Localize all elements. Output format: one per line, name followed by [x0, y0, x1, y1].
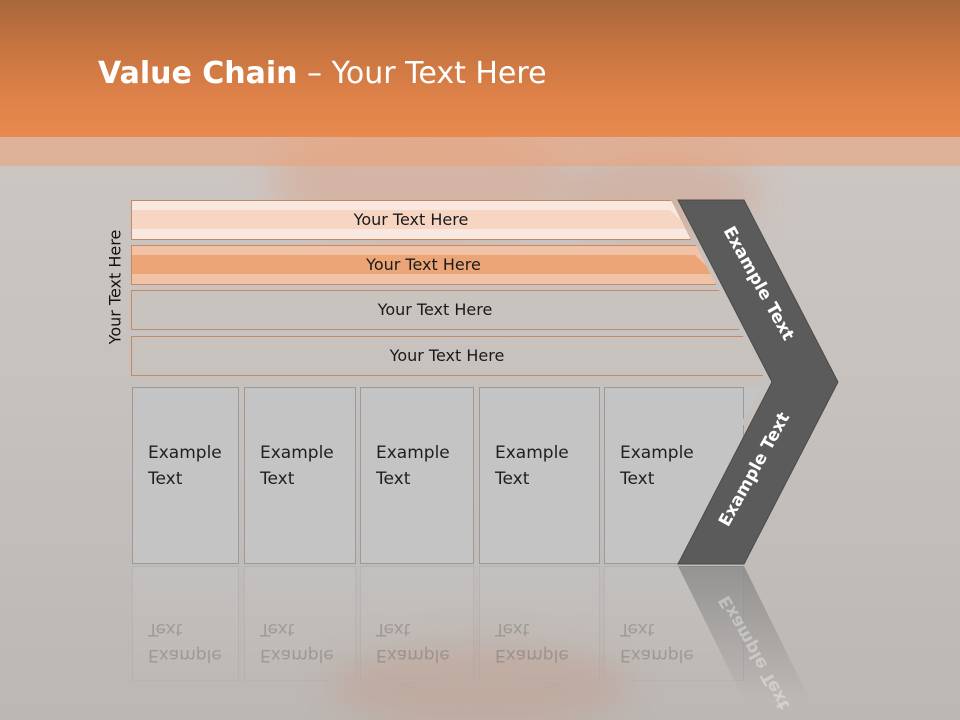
value-bar-2: Your Text Here [131, 245, 716, 285]
card-wedge [740, 387, 762, 425]
activity-card-4: Example Text [479, 387, 600, 564]
chevron-reflection [678, 566, 810, 700]
card-reflection: Example Text [244, 566, 356, 681]
title-rest: – Your Text Here [297, 56, 547, 91]
activity-card-label: Example Text [495, 443, 569, 489]
activity-card-5: Example Text [604, 387, 744, 564]
title-bold: Value Chain [98, 56, 298, 91]
value-bar-label: Your Text Here [377, 300, 493, 319]
activity-card-1: Example Text [132, 387, 239, 564]
activity-card-label: Example Text [260, 443, 334, 489]
value-bar-label: Your Text Here [389, 346, 505, 365]
activity-card-label: Example Text [376, 443, 450, 489]
value-bar-label: Your Text Here [132, 210, 690, 229]
header-band [0, 0, 960, 137]
activity-card-label: Example Text [148, 443, 222, 489]
activity-card-3: Example Text [360, 387, 474, 564]
value-bar-label: Your Text Here [132, 255, 715, 274]
chevron-shape [677, 199, 839, 565]
card-reflection: Example Text [132, 566, 239, 681]
activity-card-label: Example Text [620, 443, 694, 489]
slide-title: Value Chain – Your Text Here [98, 56, 547, 91]
activity-card-2: Example Text [244, 387, 356, 564]
card-reflection: Example Text [479, 566, 600, 681]
card-reflection: Example Text [360, 566, 474, 681]
value-bar-1: Your Text Here [131, 200, 691, 240]
header-accent-strip [0, 137, 960, 166]
